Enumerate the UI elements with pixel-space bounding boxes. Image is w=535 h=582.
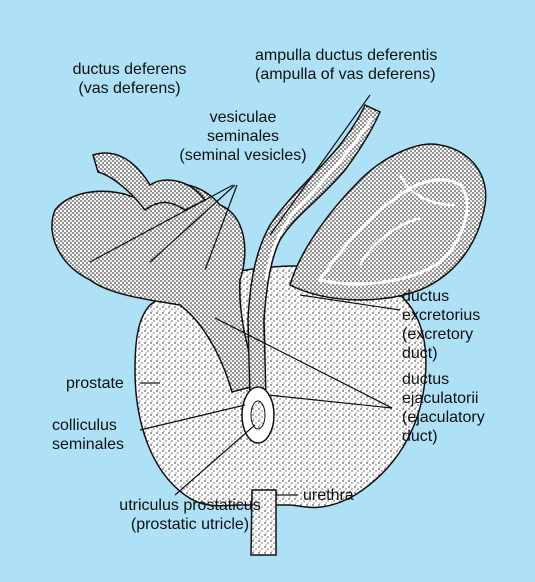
label-ejaculatorii-line3: (ejaculatory: [402, 408, 485, 427]
label-ductus-deferens-line1: ductus deferens: [42, 60, 217, 79]
label-excretorius-line3: (excretory: [402, 325, 480, 344]
label-vesiculae-line1: vesiculae: [158, 108, 328, 127]
label-colliculus-line2: seminales: [52, 435, 124, 454]
label-vesiculae-seminales: vesiculae seminales (seminal vesicles): [158, 108, 328, 165]
label-ejaculatorii-line4: duct): [402, 427, 485, 446]
label-ductus-deferens-line2: (vas deferens): [42, 79, 217, 98]
label-ampulla: ampulla ductus deferentis (ampulla of va…: [255, 46, 437, 84]
label-ductus-ejaculatorii: ductus ejaculatorii (ejaculatory duct): [402, 370, 485, 446]
label-vesiculae-line3: (seminal vesicles): [158, 146, 328, 165]
label-utriculus: utriculus prostaticus (prostatic utricle…: [100, 496, 280, 534]
label-ampulla-line1: ampulla ductus deferentis: [255, 46, 437, 65]
label-excretorius-line4: duct): [402, 344, 480, 363]
label-urethra-line1: urethra: [303, 486, 354, 505]
label-colliculus: colliculus seminales: [52, 416, 124, 454]
label-vesiculae-line2: seminales: [158, 127, 328, 146]
label-ductus-excretorius: ductus excretorius (excretory duct): [402, 287, 480, 363]
label-colliculus-line1: colliculus: [52, 416, 124, 435]
label-ampulla-line2: (ampulla of vas deferens): [255, 65, 437, 84]
label-excretorius-line2: excretorius: [402, 306, 480, 325]
label-prostate-line1: prostate: [66, 374, 124, 393]
label-ductus-deferens: ductus deferens (vas deferens): [42, 60, 217, 98]
label-ejaculatorii-line2: ejaculatorii: [402, 389, 485, 408]
label-utriculus-line2: (prostatic utricle): [100, 515, 280, 534]
label-urethra: urethra: [303, 486, 354, 505]
label-prostate: prostate: [66, 374, 124, 393]
label-ejaculatorii-line1: ductus: [402, 370, 485, 389]
label-utriculus-line1: utriculus prostaticus: [100, 496, 280, 515]
label-excretorius-line1: ductus: [402, 287, 480, 306]
